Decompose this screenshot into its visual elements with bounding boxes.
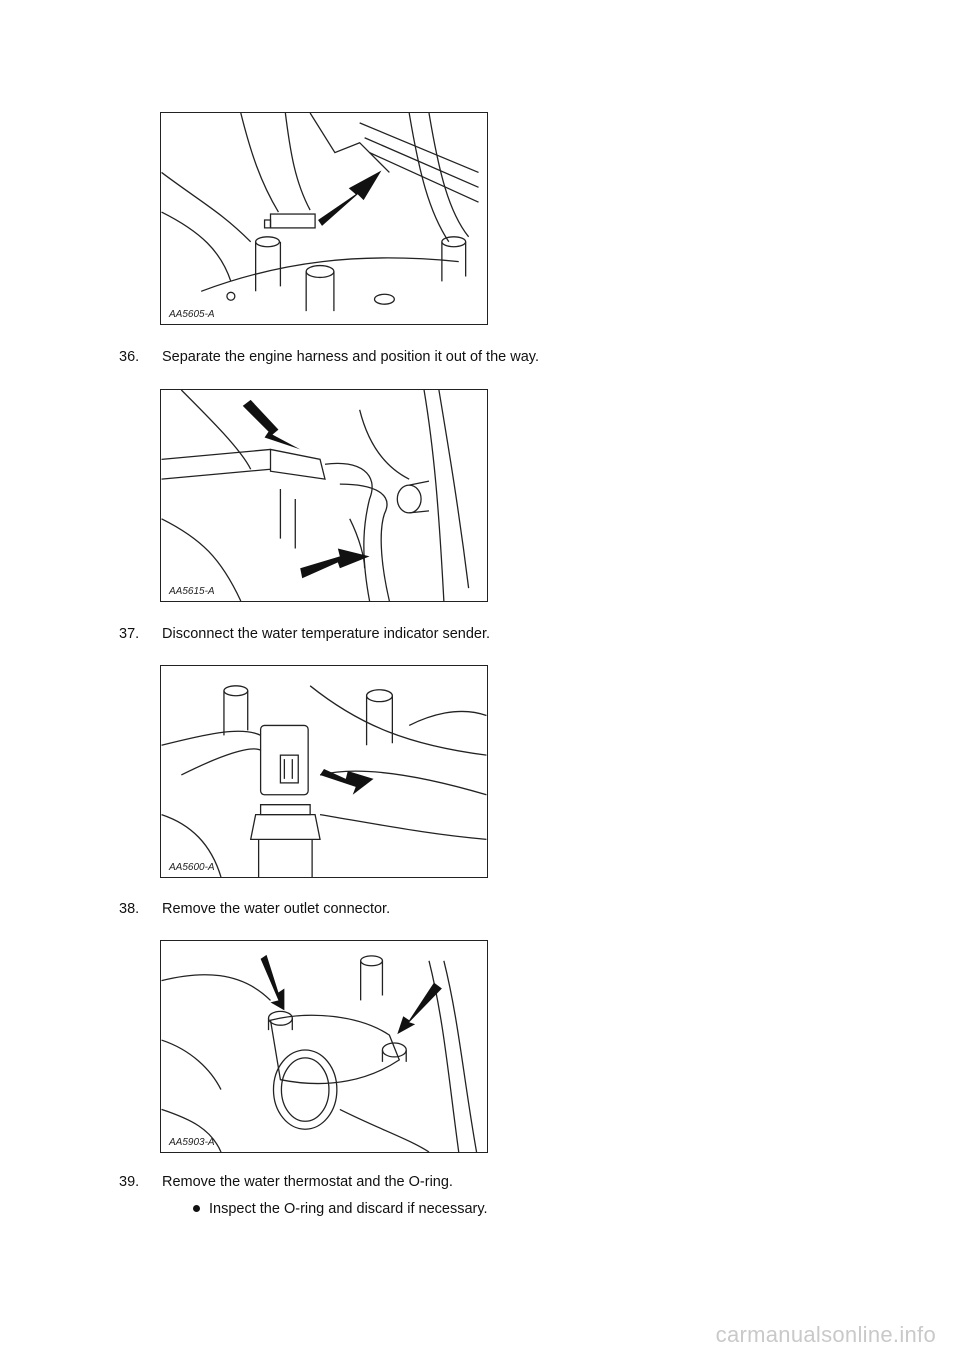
figure-engine-harness: AA5615-A [160,389,488,602]
step-number: 36. [119,349,140,365]
step-number: 37. [119,626,140,642]
step-text: Separate the engine harness and position… [162,349,539,365]
figure-id-label: AA5903-A [169,1137,215,1148]
bullet-item: Inspect the O-ring and discard if necess… [193,1200,488,1218]
figure-id-label: AA5600-A [169,862,215,873]
watermark: carmanualsonline.info [715,1322,936,1347]
temperature-sender-illustration [161,685,487,877]
step-text: Remove the water thermostat and the O-ri… [162,1174,453,1190]
figure-temperature-sender: AA5600-A [160,665,488,878]
figure-water-outlet: AA5903-A [160,940,488,1153]
hose-clamp-illustration [161,113,479,312]
figure-id-label: AA5615-A [169,586,215,597]
figure-hose-clamp: AA5605-A [160,112,488,325]
step-number: 38. [119,901,140,917]
bullet-text: Inspect the O-ring and discard if necess… [209,1201,488,1217]
figure-id-label: AA5605-A [169,309,215,320]
step-text: Remove the water outlet connector. [162,901,391,917]
step-number: 39. [119,1174,140,1190]
engine-harness-illustration [161,390,470,601]
step-text: Disconnect the water temperature indicat… [162,626,491,642]
bullet-icon [193,1204,200,1212]
water-outlet-illustration [161,954,478,1152]
